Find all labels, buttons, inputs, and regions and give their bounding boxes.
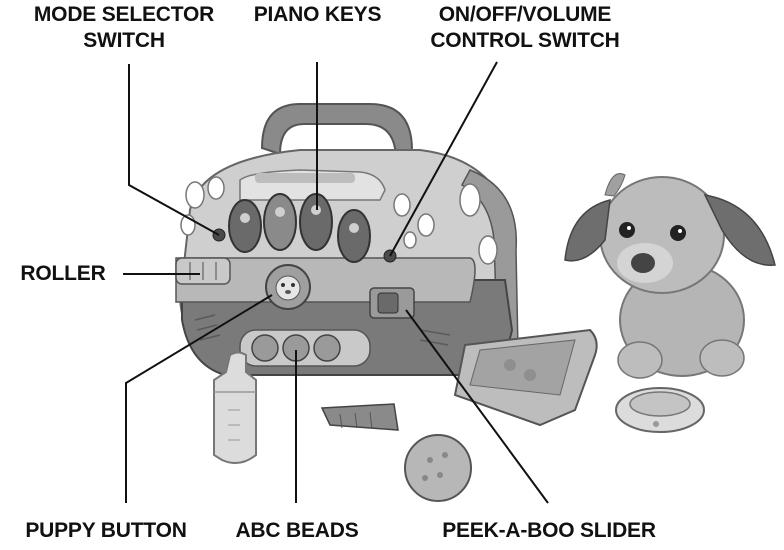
volume-label: ON/OFF/VOLUME CONTROL SWITCH (405, 2, 645, 54)
roller-label: ROLLER (4, 261, 122, 287)
ball (404, 434, 472, 502)
puppy-button (265, 264, 311, 310)
bowl (615, 387, 705, 433)
peek-a-boo-slider (369, 287, 415, 319)
volume-leader (389, 61, 498, 257)
comb (320, 403, 399, 431)
puppy-button-label: PUPPY BUTTON (8, 518, 204, 544)
mode-selector-label: MODE SELECTOR SWITCH (4, 2, 244, 54)
plush-puppy (564, 173, 776, 379)
mode-selector-label-line2: SWITCH (83, 29, 165, 52)
roller (175, 257, 231, 285)
leader-lines (123, 61, 549, 504)
abc-beads (239, 329, 371, 367)
bottle (213, 351, 257, 465)
abc-beads-label: ABC BEADS (222, 518, 372, 544)
volume-label-line1: ON/OFF/VOLUME (438, 3, 612, 26)
mode-selector-leader (128, 64, 220, 236)
peek-slider-label-text: PEEK-A-BOO SLIDER (442, 519, 656, 542)
piano-keys-label-text: PIANO KEYS (253, 3, 382, 26)
puppy-button-leader (125, 294, 273, 503)
abc-beads-label-text: ABC BEADS (235, 519, 359, 542)
peek-slider-label: PEEK-A-BOO SLIDER (438, 518, 660, 544)
peek-slider-leader (405, 309, 549, 504)
puppy-button-label-text: PUPPY BUTTON (25, 519, 187, 542)
carrier-door (453, 328, 598, 427)
roller-label-text: ROLLER (20, 262, 106, 285)
piano-keys-label: PIANO KEYS (245, 2, 390, 28)
volume-label-line2: CONTROL SWITCH (430, 29, 620, 52)
mode-selector-label-line1: MODE SELECTOR (33, 3, 215, 26)
